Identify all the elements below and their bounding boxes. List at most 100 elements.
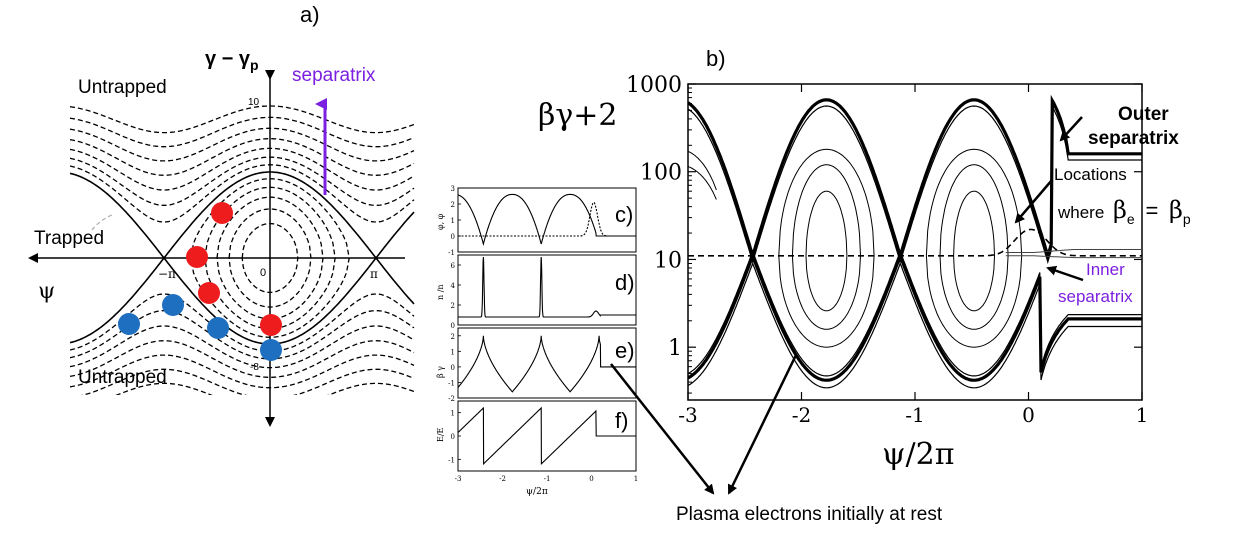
untrapped-orbit <box>80 368 415 395</box>
trapped-label: Trapped <box>34 228 104 249</box>
small-y-tick-label: 0 <box>451 322 455 330</box>
y-tick-label: 100 <box>640 161 682 186</box>
blue-electron-dot <box>207 317 229 339</box>
inner-separatrix-exit <box>1005 255 1142 259</box>
panel-f-label: f) <box>615 408 628 433</box>
small-y-tick-label: -2 <box>448 395 455 403</box>
panel-a-y-axis-label: γ − γp <box>205 48 259 73</box>
untrapped-orbit <box>70 127 415 162</box>
trapped-orbit <box>216 196 324 320</box>
red-electron-dot <box>186 246 208 268</box>
small-y-tick-label: 2 <box>451 302 455 310</box>
small-y-tick-label: 1 <box>451 217 455 225</box>
small-y-tick-label: 2 <box>451 333 455 341</box>
outer-separatrix-upper <box>688 94 1142 262</box>
partial-loop <box>688 150 717 191</box>
small-x-tick-label: 0 <box>589 475 593 483</box>
blue-electron-dot <box>260 339 282 361</box>
y-tick-label: 1000 <box>626 73 682 98</box>
panel-b-y-label: βγ+2 <box>538 98 618 133</box>
e-ylabel: β γ <box>436 366 445 378</box>
untrapped-orbit <box>70 116 415 148</box>
x-tick-label: -3 <box>678 403 697 427</box>
x-tick-label: 0 <box>1022 403 1035 427</box>
trapped-loop <box>953 190 996 312</box>
orbit-upper-2 <box>688 104 1142 265</box>
small-y-tick-label: 0 <box>451 233 455 241</box>
trapped-orbit <box>204 186 336 330</box>
x-tick-label: 1 <box>1136 403 1149 427</box>
untrapped-orbit <box>115 382 415 395</box>
small-y-tick-label: 2 <box>451 201 455 209</box>
trapped-orbit <box>190 178 350 338</box>
untrapped-orbit <box>70 105 415 134</box>
panel-a-tick-zero: 0 <box>260 267 266 279</box>
trapped-loop <box>939 164 1009 330</box>
separatrix-curve <box>70 171 415 260</box>
locations-arrow <box>1014 179 1053 224</box>
outer-separatrix-label: Outer separatrix <box>1088 104 1179 149</box>
d-ylabel: n /n <box>436 284 445 300</box>
panel-b-label: b) <box>706 46 726 71</box>
small-x-tick-label: 1 <box>634 475 638 483</box>
separatrix-label: separatrix <box>292 65 376 86</box>
blue-electron-dot <box>118 313 140 335</box>
panel-a-tick-pi: π <box>370 267 378 281</box>
trapped-loop <box>791 164 862 330</box>
panel-c-axes <box>457 187 637 253</box>
small-x-tick-label: -1 <box>544 475 551 483</box>
panel-d-axes <box>457 254 637 326</box>
beta-gamma-curve <box>457 335 636 393</box>
untrapped-orbit <box>70 138 415 176</box>
small-y-tick-label: 0 <box>451 364 455 372</box>
small-y-tick-label: 4 <box>451 282 456 290</box>
orbit-lower-2 <box>688 261 1142 389</box>
untrapped-orbit <box>70 354 415 389</box>
untrapped-orbit <box>70 325 415 369</box>
panel-b-curves <box>688 94 1142 389</box>
panel-d-label: d) <box>615 270 635 295</box>
panel-a-tick-neg-pi: −π <box>158 267 176 281</box>
small-y-tick-label: -1 <box>448 379 455 387</box>
trapped-loop <box>805 190 848 312</box>
beta-equality-label: where βe = βp <box>1057 196 1191 228</box>
untrapped-top-label: Untrapped <box>78 77 167 98</box>
untrapped-orbit <box>70 340 415 378</box>
cdef-xlabel: ψ/2π <box>526 487 548 497</box>
red-electron-dot <box>260 314 282 336</box>
y-tick-label: 1 <box>668 336 682 361</box>
panel-a-tick-bottom: -8 <box>250 362 259 373</box>
panel-e-label: e) <box>615 338 635 363</box>
panel-e-axes <box>457 327 637 399</box>
x-tick-label: -1 <box>905 403 924 427</box>
small-x-tick-label: -3 <box>455 475 462 483</box>
field-curve <box>457 406 636 466</box>
panel-a-tick-top: 10 <box>248 97 260 108</box>
trapped-orbit <box>241 222 299 294</box>
untrapped-orbit <box>70 147 415 191</box>
electron-markers <box>118 202 282 361</box>
orbit-lower-3 <box>688 249 1142 377</box>
panel-b-x-label: ψ/2π <box>882 437 954 472</box>
locations-label: Locations <box>1054 165 1127 184</box>
inner-separatrix-label: Inner separatrix <box>1058 260 1133 306</box>
x-tick-label: -2 <box>792 403 811 427</box>
phi-curve <box>457 193 636 246</box>
small-y-tick-label: 6 <box>451 262 456 270</box>
trapped-orbit <box>228 208 312 308</box>
beta-equality-dashed-line <box>688 228 1142 257</box>
small-y-tick-label: 1 <box>451 348 455 356</box>
outer-separatrix-lower <box>688 251 1142 382</box>
caption: Plasma electrons initially at rest <box>676 504 943 525</box>
inner-separatrix-exit <box>1005 249 1142 253</box>
outer-separatrix-arrow <box>1059 116 1083 142</box>
panel-a-label: a) <box>300 2 320 27</box>
separatrix-curve <box>70 256 415 345</box>
small-y-tick-label: 1 <box>451 410 455 418</box>
phi0-curve <box>458 201 636 237</box>
small-y-tick-label: 3 <box>451 185 455 193</box>
